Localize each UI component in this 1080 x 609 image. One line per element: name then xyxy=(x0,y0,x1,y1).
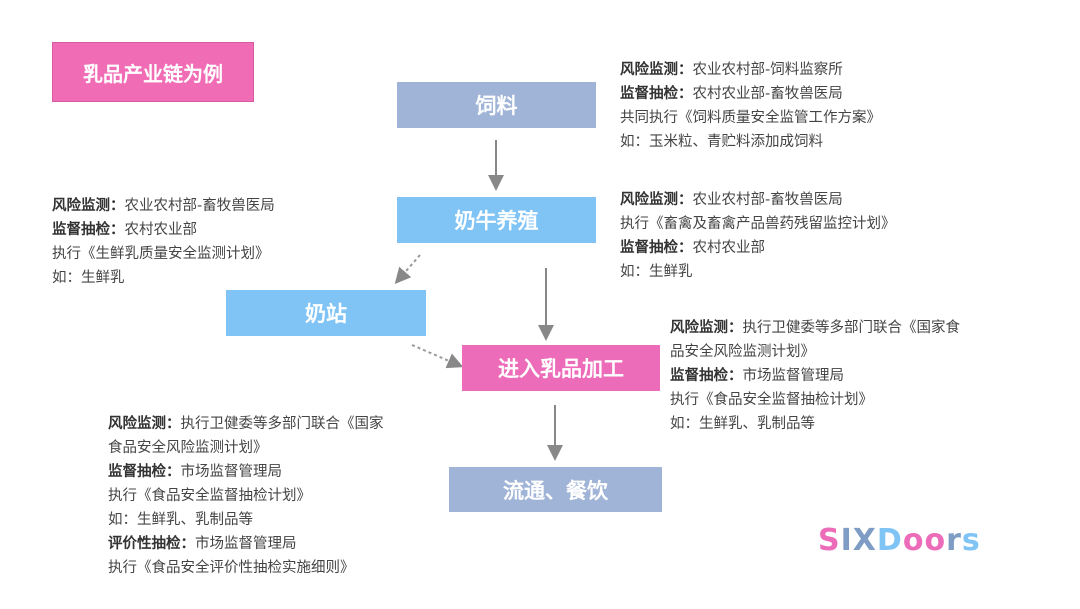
note-line: 监督抽检：农村农业部-畜牧兽医局 xyxy=(620,82,881,106)
note-line: 监督抽检：农村农业部 xyxy=(52,218,275,242)
note-text: 食品安全风险监测计划》 xyxy=(108,440,268,456)
note-label: 监督抽检： xyxy=(620,240,693,256)
node-processing: 进入乳品加工 xyxy=(462,345,660,391)
note-line: 监督抽检：市场监督管理局 xyxy=(108,460,384,484)
note-line: 风险监测：执行卫健委等多部门联合《国家食 xyxy=(670,316,960,340)
note-label: 风险监测： xyxy=(108,416,181,432)
note-text: 执行卫健委等多部门联合《国家 xyxy=(180,416,384,432)
note-line: 风险监测：农业农村部-畜牧兽医局 xyxy=(620,188,896,212)
note-text: 执行《食品安全评价性抽检实施细则》 xyxy=(108,560,355,576)
note-label: 评价性抽检： xyxy=(108,536,195,552)
note-line: 风险监测：执行卫健委等多部门联合《国家 xyxy=(108,412,384,436)
note-text: 品安全风险监测计划》 xyxy=(670,344,815,360)
note-line: 执行《食品安全评价性抽检实施细则》 xyxy=(108,556,384,580)
note-label: 监督抽检： xyxy=(670,368,743,384)
node-feed: 饲料 xyxy=(397,82,596,128)
note-text: 农村农业部-畜牧兽医局 xyxy=(692,86,843,102)
note-label: 监督抽检： xyxy=(620,86,693,102)
note-text: 农村农业部 xyxy=(124,222,198,238)
note-line: 如：生鲜乳、乳制品等 xyxy=(108,508,384,532)
note-line: 执行《生鲜乳质量安全监测计划》 xyxy=(52,242,275,266)
note-text: 农业农村部-畜牧兽医局 xyxy=(692,192,843,208)
feed-notes: 风险监测：农业农村部-饲料监察所监督抽检：农村农业部-畜牧兽医局共同执行《饲料质… xyxy=(620,58,881,154)
logo-letter: r xyxy=(946,523,962,558)
note-text: 执行《食品安全监督抽检计划》 xyxy=(108,488,311,504)
note-label: 监督抽检： xyxy=(108,464,181,480)
arrow-station-processing xyxy=(411,344,464,369)
note-line: 评价性抽检：市场监督管理局 xyxy=(108,532,384,556)
note-line: 执行《畜禽及畜禽产品兽药残留监控计划》 xyxy=(620,212,896,236)
note-line: 品安全风险监测计划》 xyxy=(670,340,960,364)
note-label: 风险监测： xyxy=(620,192,693,208)
note-label: 监督抽检： xyxy=(52,222,125,238)
note-line: 监督抽检：市场监督管理局 xyxy=(670,364,960,388)
note-text: 执行《食品安全监督抽检计划》 xyxy=(670,392,873,408)
logo-letter: oo xyxy=(902,523,947,558)
title-box: 乳品产业链为例 xyxy=(52,42,254,102)
note-text: 执行《生鲜乳质量安全监测计划》 xyxy=(52,246,270,262)
note-text: 共同执行《饲料质量安全监管工作方案》 xyxy=(620,110,881,126)
logo-letter: S xyxy=(818,523,841,558)
note-line: 如：玉米粒、青贮料添加成饲料 xyxy=(620,130,881,154)
note-text: 如：生鲜乳 xyxy=(52,270,125,286)
note-label: 风险监测： xyxy=(52,198,125,214)
note-line: 执行《食品安全监督抽检计划》 xyxy=(670,388,960,412)
sixdoors-logo: SIXDoors xyxy=(818,523,981,558)
note-line: 执行《食品安全监督抽检计划》 xyxy=(108,484,384,508)
note-text: 如：生鲜乳 xyxy=(620,264,693,280)
farm-notes: 风险监测：农业农村部-畜牧兽医局执行《畜禽及畜禽产品兽药残留监控计划》监督抽检：… xyxy=(620,188,896,284)
note-text: 执行卫健委等多部门联合《国家食 xyxy=(742,320,961,336)
note-line: 食品安全风险监测计划》 xyxy=(108,436,384,460)
note-text: 市场监督管理局 xyxy=(195,536,297,552)
node-farm: 奶牛养殖 xyxy=(397,197,596,243)
note-line: 风险监测：农业农村部-饲料监察所 xyxy=(620,58,881,82)
node-distribution: 流通、餐饮 xyxy=(449,467,662,512)
note-line: 如：生鲜乳、乳制品等 xyxy=(670,412,960,436)
note-text: 农村农业部 xyxy=(692,240,766,256)
logo-letter: D xyxy=(876,523,903,558)
distribution-notes: 风险监测：执行卫健委等多部门联合《国家食品安全风险监测计划》监督抽检：市场监督管… xyxy=(108,412,384,580)
note-line: 风险监测：农业农村部-畜牧兽医局 xyxy=(52,194,275,218)
logo-letter: s xyxy=(961,523,981,558)
note-text: 如：玉米粒、青贮料添加成饲料 xyxy=(620,134,823,150)
note-text: 农业农村部-饲料监察所 xyxy=(692,62,843,78)
node-station: 奶站 xyxy=(226,290,426,336)
note-text: 如：生鲜乳、乳制品等 xyxy=(670,416,815,432)
note-label: 风险监测： xyxy=(670,320,743,336)
note-text: 农业农村部-畜牧兽医局 xyxy=(124,198,275,214)
logo-letter: I xyxy=(840,523,853,558)
note-line: 如：生鲜乳 xyxy=(620,260,896,284)
arrow-farm-station xyxy=(394,254,421,285)
note-line: 如：生鲜乳 xyxy=(52,266,275,290)
note-text: 市场监督管理局 xyxy=(742,368,845,384)
note-text: 如：生鲜乳、乳制品等 xyxy=(108,512,253,528)
logo-letter: X xyxy=(852,523,877,558)
note-label: 风险监测： xyxy=(620,62,693,78)
note-line: 共同执行《饲料质量安全监管工作方案》 xyxy=(620,106,881,130)
note-line: 监督抽检：农村农业部 xyxy=(620,236,896,260)
station-notes: 风险监测：农业农村部-畜牧兽医局监督抽检：农村农业部执行《生鲜乳质量安全监测计划… xyxy=(52,194,275,290)
note-text: 市场监督管理局 xyxy=(180,464,283,480)
processing-notes: 风险监测：执行卫健委等多部门联合《国家食品安全风险监测计划》监督抽检：市场监督管… xyxy=(670,316,960,436)
note-text: 执行《畜禽及畜禽产品兽药残留监控计划》 xyxy=(620,216,896,232)
